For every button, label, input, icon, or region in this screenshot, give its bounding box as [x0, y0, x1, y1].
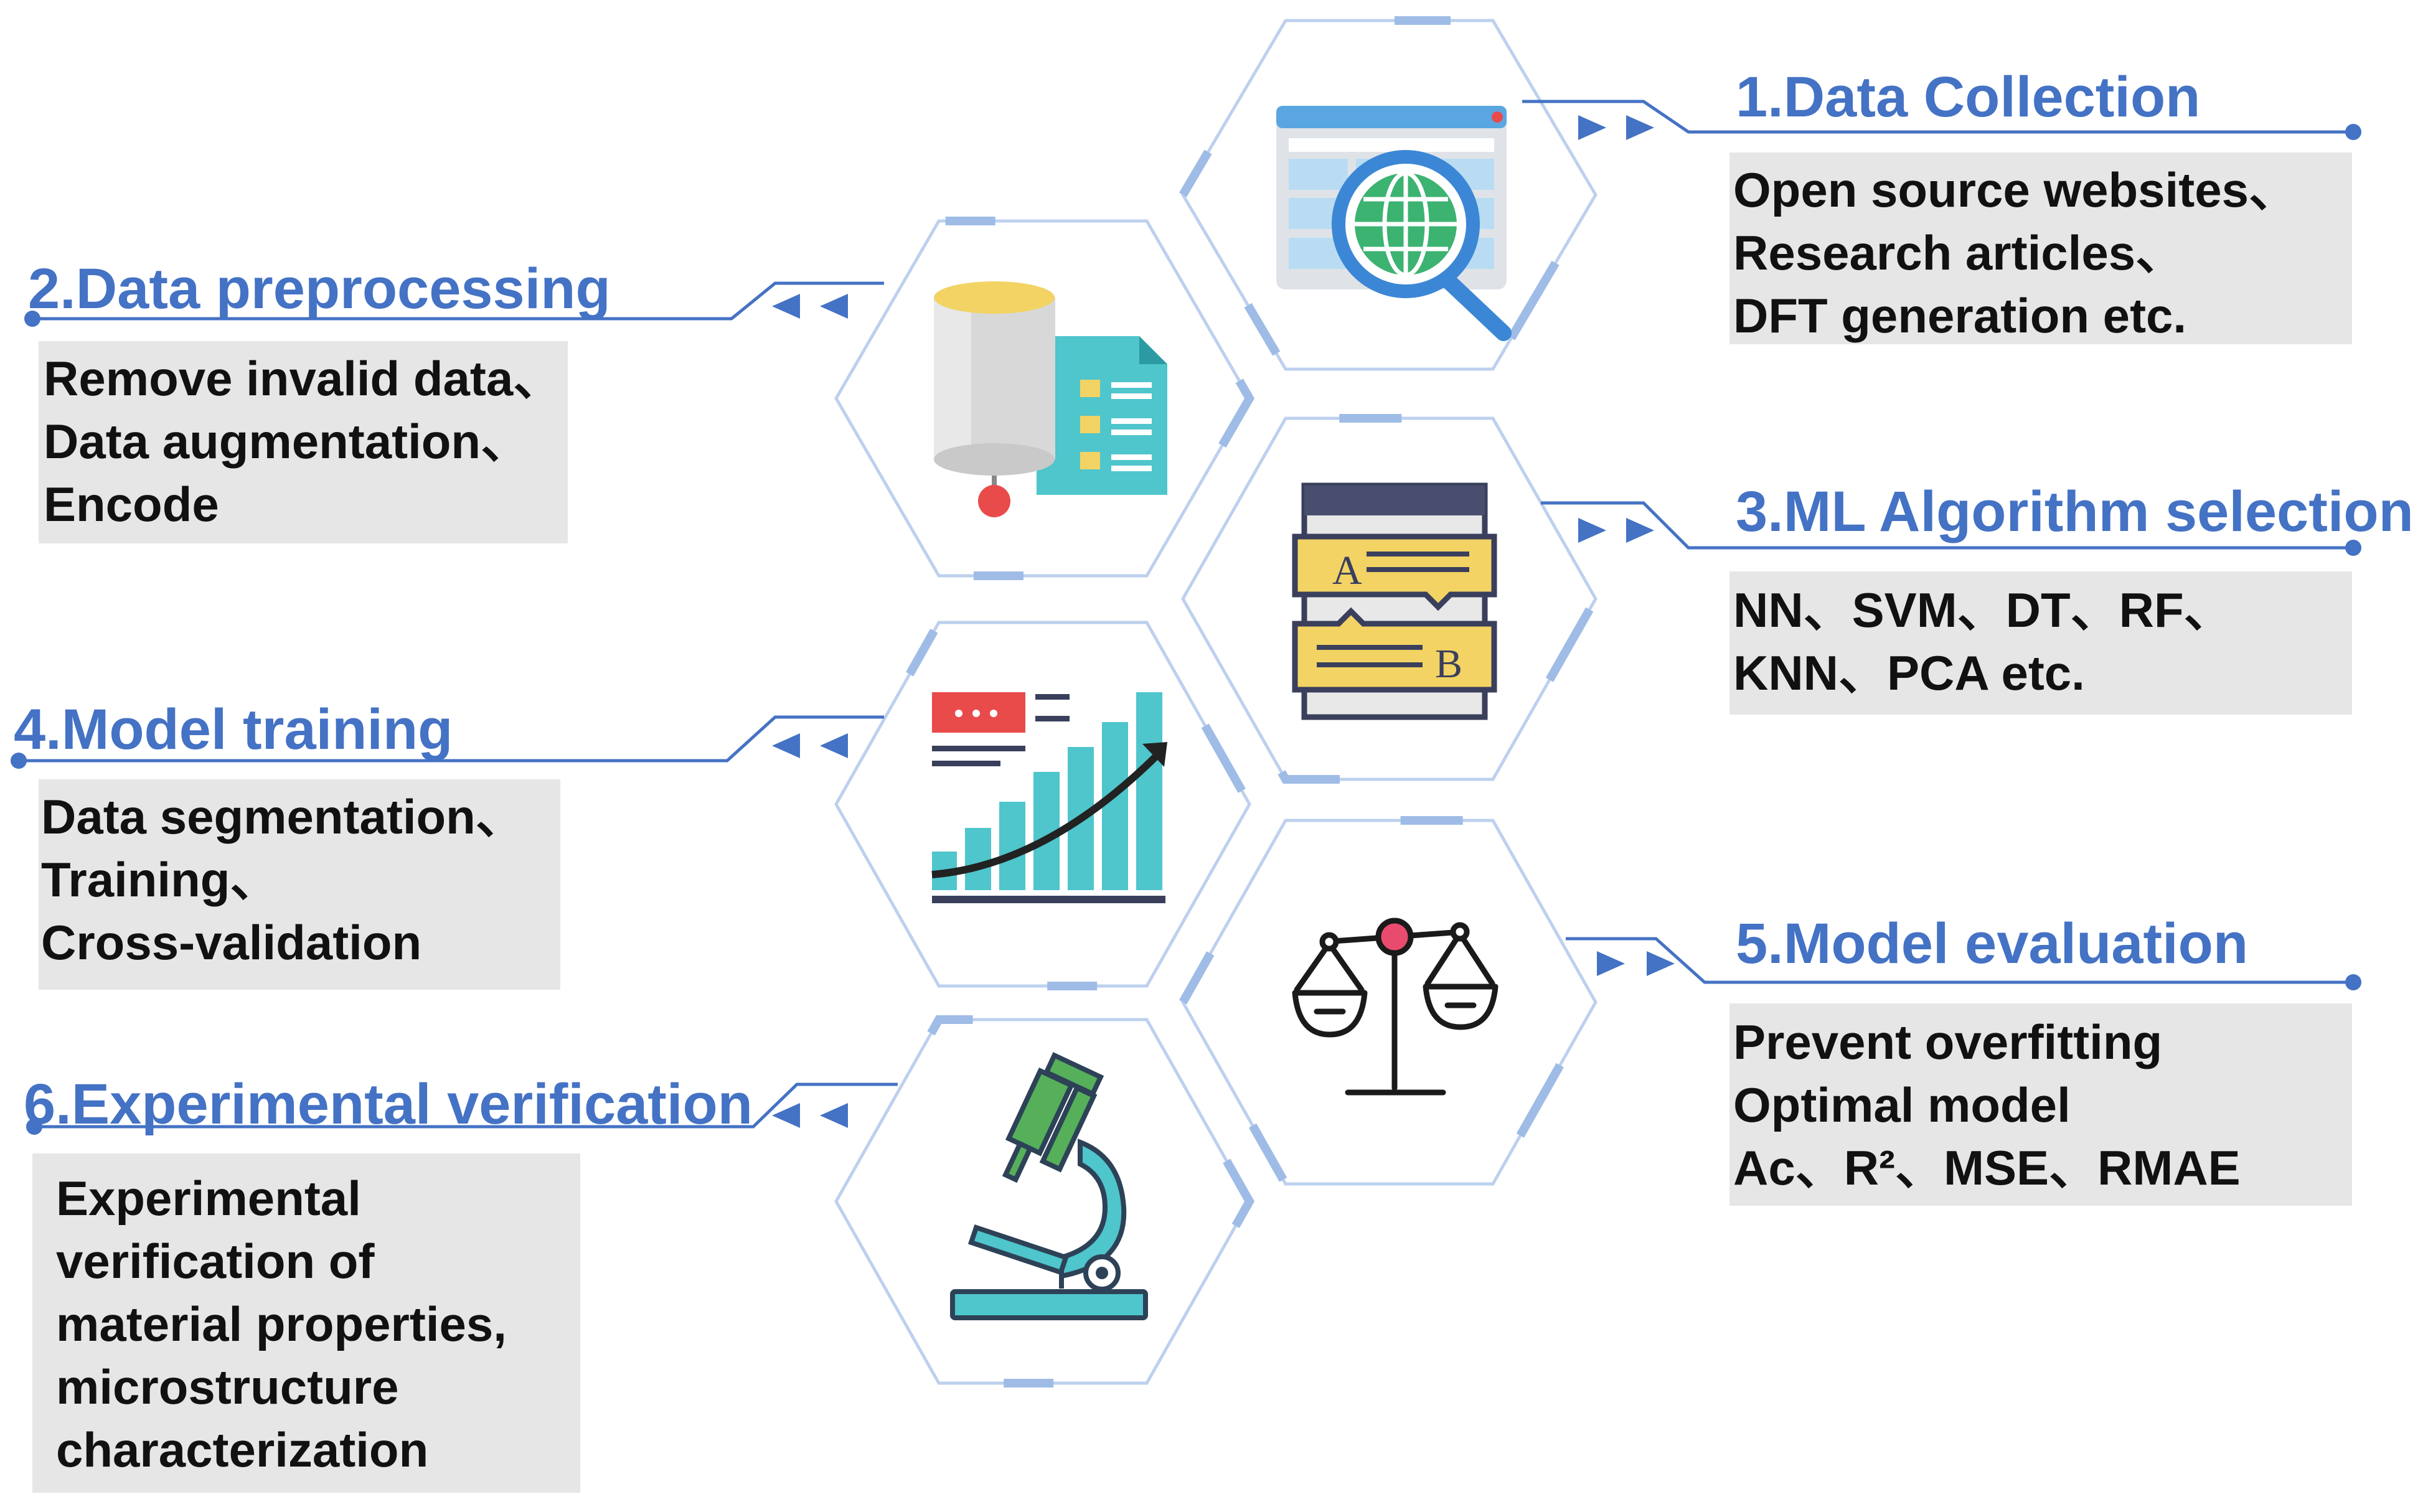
step-6-line-3: material properties, [56, 1297, 507, 1351]
step-6-line-1: Experimental [56, 1171, 361, 1226]
step-2-line-2: Data augmentation、 [44, 414, 530, 469]
arrows-4 [772, 733, 848, 758]
step-2-line-3: Encode [44, 477, 219, 532]
step-1-line-2: Research articles、 [1733, 225, 2185, 280]
step-6-line-4: microstructure [56, 1359, 399, 1414]
step-4-description: Data segmentation、 Training、 Cross-valid… [39, 779, 560, 990]
step-5-line-2: Optimal model [1733, 1078, 2071, 1132]
svg-text:B: B [1435, 641, 1462, 687]
step-4-line-2: Training、 [41, 852, 279, 907]
step-2-title: 2.Data preprocessing [28, 257, 611, 321]
arrows-6 [772, 1103, 848, 1128]
arrows-3 [1578, 518, 1654, 543]
step-5-line-1: Prevent overfitting [1733, 1015, 2163, 1069]
step-1-line-1: Open source websites、 [1733, 162, 2297, 217]
balance-scale-icon [1292, 918, 1499, 1096]
step-6-description: Experimental verification of material pr… [32, 1153, 580, 1493]
growth-chart-icon [931, 692, 1167, 903]
step-3-title: 3.ML Algorithm selection [1736, 480, 2414, 543]
connector-3 [1541, 501, 2361, 556]
microscope-icon [950, 1052, 1148, 1320]
step-3-line-1: NN、SVM、DT、RF、 [1733, 583, 2233, 637]
step-4-line-1: Data segmentation、 [41, 789, 524, 844]
svg-text:A: A [1332, 548, 1362, 593]
globe-search-icon [1276, 106, 1512, 341]
arrows-1 [1578, 115, 1654, 140]
arrows-5 [1597, 951, 1675, 976]
connector-2 [24, 281, 884, 327]
step-2-description: Remove invalid data、 Data augmentation、 … [39, 341, 568, 543]
step-6-title: 6.Experimental verification [24, 1073, 753, 1136]
connector-1 [1522, 100, 2361, 140]
connector-4 [11, 715, 884, 769]
step-6-line-5: characterization [56, 1422, 429, 1477]
connector-5 [1566, 937, 2361, 990]
arrows-2 [772, 294, 848, 319]
step-5-line-3: Ac、R²、MSE、RMAE [1733, 1140, 2241, 1195]
step-5-description: Prevent overfitting Optimal model Ac、R²、… [1729, 1003, 2352, 1206]
step-3-description: NN、SVM、DT、RF、 KNN、PCA etc. [1729, 571, 2352, 715]
ab-comparison-icon: A B [1292, 482, 1497, 720]
step-4-line-3: Cross-validation [41, 915, 422, 970]
step-6-line-2: verification of [56, 1234, 375, 1289]
step-1-description: Open source websites、 Research articles、… [1729, 153, 2352, 344]
database-document-icon [934, 281, 1167, 517]
step-4-title: 4.Model training [14, 698, 453, 761]
hexagon-5 [1177, 816, 1601, 1188]
step-2-line-1: Remove invalid data、 [44, 351, 562, 406]
step-1-title: 1.Data Collection [1736, 65, 2201, 129]
step-1-line-3: DFT generation etc. [1733, 288, 2187, 343]
connector-6 [26, 1082, 898, 1135]
step-3-line-2: KNN、PCA etc. [1733, 646, 2085, 700]
step-5-title: 5.Model evaluation [1736, 912, 2249, 975]
